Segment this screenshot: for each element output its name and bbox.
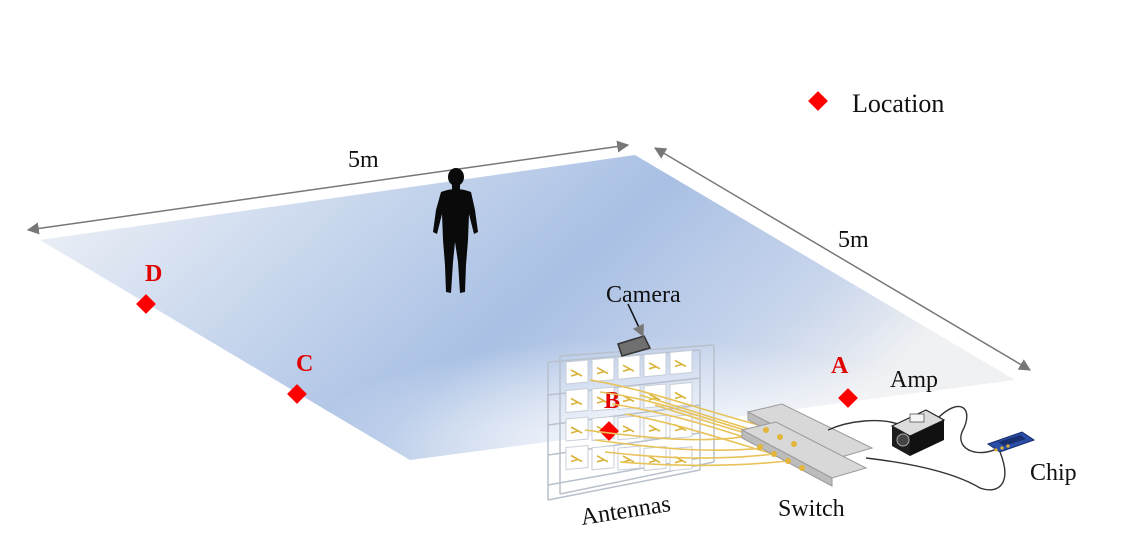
location-marker-icon: [287, 384, 307, 404]
depth-label: 5m: [838, 227, 869, 253]
antenna-element-icon: [648, 455, 661, 464]
width-label: 5m: [348, 147, 379, 173]
antenna-element-icon: [674, 391, 687, 400]
antenna-element-icon: [570, 369, 583, 377]
depth-dimension-arrow: [653, 147, 1032, 371]
antenna-element: [643, 445, 667, 471]
location-label-d: D: [145, 261, 162, 287]
antenna-element-icon: [596, 366, 609, 375]
location-a: A: [831, 353, 858, 408]
antenna-element-icon: [622, 425, 635, 433]
antenna-element: [565, 444, 589, 471]
width-dimension-arrow: [26, 140, 630, 235]
antenna-element-icon: [622, 364, 635, 372]
antenna-element: [591, 357, 615, 383]
amp-label: Amp: [890, 367, 938, 393]
switch-device: [740, 403, 874, 487]
antenna-element-icon: [570, 426, 583, 434]
antenna-element-icon: [648, 424, 661, 432]
camera-label: Camera: [606, 282, 681, 308]
antenna-element: [617, 354, 641, 380]
location-marker-icon: [599, 421, 619, 441]
legend: Location: [808, 89, 944, 118]
antenna-element-icon: [570, 397, 583, 406]
antenna-element: [643, 352, 667, 378]
chip-icon: [986, 431, 1036, 453]
switch-label: Switch: [778, 496, 845, 522]
antenna-element: [565, 387, 589, 414]
floor: [40, 155, 1015, 460]
person-icon: [433, 168, 478, 293]
location-label-c: C: [296, 351, 313, 377]
antenna-element-icon: [570, 454, 583, 463]
antenna-element: [617, 445, 641, 471]
antennas-label: Antennas: [579, 491, 673, 531]
location-d: D: [136, 261, 162, 314]
antenna-element: [669, 349, 693, 375]
antenna-element-icon: [674, 359, 687, 368]
chip-label: Chip: [1030, 460, 1077, 486]
antenna-element-icon: [648, 362, 661, 370]
antenna-array: [547, 344, 715, 501]
location-label-b: B: [604, 388, 620, 414]
location-label-a: A: [831, 353, 849, 379]
camera-icon: [617, 303, 652, 357]
legend-marker-icon: [808, 91, 828, 111]
antenna-element: [591, 445, 615, 471]
antenna-element-icon: [596, 396, 609, 404]
location-marker-icon: [136, 294, 156, 314]
device-wires: [827, 405, 1006, 491]
legend-label: Location: [852, 89, 944, 118]
antenna-element-icon: [596, 455, 609, 463]
location-c: C: [287, 351, 313, 404]
antenna-element: [565, 416, 589, 442]
amplifier-icon: [890, 409, 946, 456]
antenna-element: [565, 359, 589, 385]
location-marker-icon: [838, 388, 858, 408]
